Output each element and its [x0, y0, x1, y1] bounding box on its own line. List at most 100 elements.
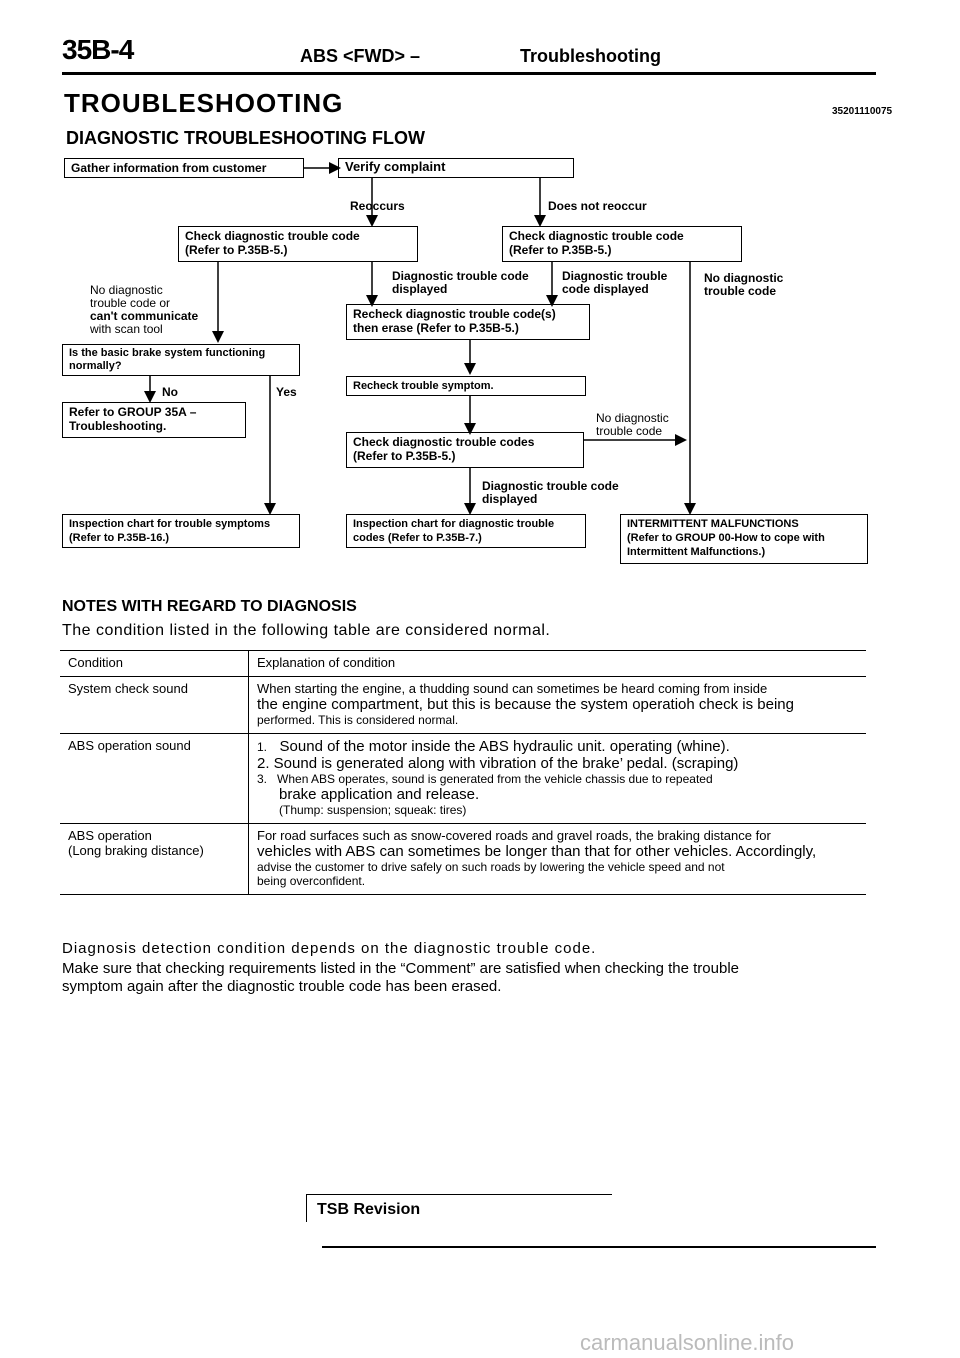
- no-code-right: No diagnostic trouble code: [704, 272, 783, 298]
- basic-brake-line2: normally?: [69, 360, 122, 372]
- recheck-symptom-box: Recheck trouble symptom.: [346, 376, 586, 396]
- row3-explanation: For road surfaces such as snow-covered r…: [248, 823, 866, 895]
- no-code-comm-label: No diagnostic trouble code or can't comm…: [90, 284, 198, 336]
- no-code-comm-line2: trouble code or: [90, 296, 171, 310]
- row2-item1-num: 1.: [257, 740, 268, 754]
- refer-35a-line1: Refer to GROUP 35A –: [69, 405, 197, 419]
- code-displayed-a: Diagnostic trouble code displayed: [392, 270, 529, 296]
- row2-item3-num: 3.: [257, 772, 268, 786]
- row1-line-a: When starting the engine, a thudding sou…: [257, 681, 768, 696]
- section-code: 35B-4: [62, 34, 134, 65]
- verify-complaint-box: Verify complaint: [338, 158, 574, 178]
- insp-codes-line2: codes (Refer to P.35B-7.): [353, 532, 482, 544]
- page-code: 35201110075: [832, 106, 893, 117]
- no-code-right-line1: No diagnostic: [704, 271, 784, 285]
- no-code-right-line2: trouble code: [704, 284, 777, 298]
- footer-line3: symptom again after the diagnostic troub…: [62, 978, 502, 995]
- check-code-left-line1: Check diagnostic trouble code: [185, 229, 360, 243]
- code-displayed-b-line1: Diagnostic trouble: [562, 269, 668, 283]
- flow-title: DIAGNOSTIC TROUBLESHOOTING FLOW: [66, 128, 425, 148]
- does-not-reoccur-label: Does not reoccur: [548, 199, 647, 213]
- code-displayed-a-line2: displayed: [392, 282, 448, 296]
- gather-info-box: Gather information from customer: [64, 158, 304, 178]
- no-code-comm-line4: with scan tool: [90, 322, 163, 336]
- row2-item2: 2. Sound is generated along with vibrati…: [257, 755, 739, 772]
- code-displayed-b-line2: code displayed: [562, 282, 649, 296]
- inspection-symptoms-box: Inspection chart for trouble symptoms (R…: [62, 514, 300, 548]
- header-condition: Condition: [60, 650, 249, 677]
- yes-label: Yes: [276, 385, 297, 399]
- check-code-right-line2: (Refer to P.35B-5.): [509, 243, 612, 257]
- watermark: carmanualsonline.info: [580, 1330, 795, 1355]
- refer-35a-box: Refer to GROUP 35A – Troubleshooting.: [62, 402, 246, 438]
- code-displayed-c-line2: displayed: [482, 492, 538, 506]
- row2-explanation: 1. Sound of the motor inside the ABS hyd…: [248, 733, 866, 824]
- no-label: No: [162, 385, 178, 399]
- conditions-table: Condition Explanation of condition Syste…: [60, 650, 866, 895]
- row2-item3-text: When ABS operates, sound is generated fr…: [277, 772, 713, 786]
- header-explanation: Explanation of condition: [248, 650, 866, 677]
- table-header-row: Condition Explanation of condition: [60, 650, 866, 677]
- check-code-right-box: Check diagnostic trouble code (Refer to …: [502, 226, 742, 262]
- row1-condition: System check sound: [60, 676, 249, 734]
- page-title: TROUBLESHOOTING: [64, 88, 344, 118]
- row2-item1-text: Sound of the motor inside the ABS hydrau…: [279, 738, 730, 755]
- insp-symptoms-line2: (Refer to P.35B-16.): [69, 532, 170, 544]
- no-code-mid-line2: trouble code: [596, 424, 663, 438]
- intermittent-line2: (Refer to GROUP 00-How to cope with: [627, 532, 825, 544]
- code-displayed-c: Diagnostic trouble code displayed: [482, 480, 619, 506]
- intermittent-line3: Intermittent Malfunctions.): [627, 546, 766, 558]
- basic-brake-line1: Is the basic brake system functioning: [69, 347, 266, 359]
- row1-explanation: When starting the engine, a thudding sou…: [248, 676, 866, 734]
- inspection-codes-box: Inspection chart for diagnostic trouble …: [346, 514, 586, 548]
- check-code-right-line1: Check diagnostic trouble code: [509, 229, 684, 243]
- row2-item1: 1. Sound of the motor inside the ABS hyd…: [257, 738, 858, 755]
- row2-item3-line-b: brake application and release.: [279, 786, 480, 803]
- insp-codes-line1: Inspection chart for diagnostic trouble: [353, 518, 555, 530]
- row1-line-b: the engine compartment, but this is beca…: [257, 696, 794, 713]
- row3-condition-b: (Long braking distance): [68, 843, 204, 858]
- row1-line-c: performed. This is considered normal.: [257, 713, 459, 727]
- no-code-comm-line1: No diagnostic: [90, 283, 163, 297]
- tsb-revision: TSB Revision: [306, 1194, 612, 1222]
- row2-condition: ABS operation sound: [60, 733, 249, 824]
- section-topic: Troubleshooting: [520, 46, 661, 66]
- recheck-erase-line2: then erase (Refer to P.35B-5.): [353, 321, 519, 335]
- row3-condition-a: ABS operation: [68, 828, 152, 843]
- notes-heading: NOTES WITH REGARD TO DIAGNOSIS: [62, 598, 357, 615]
- row3-line-d: being overconfident.: [257, 874, 366, 888]
- intermittent-line1: INTERMITTENT MALFUNCTIONS: [627, 518, 799, 530]
- bottom-rule: [322, 1246, 876, 1248]
- no-code-mid-line1: No diagnostic: [596, 411, 669, 425]
- flow-connectors: [144, 162, 696, 515]
- header-rule: [62, 72, 876, 75]
- basic-brake-box: Is the basic brake system functioning no…: [62, 344, 300, 376]
- row3-line-b: vehicles with ABS can sometimes be longe…: [257, 843, 817, 860]
- table-row: System check sound When starting the eng…: [60, 676, 866, 734]
- notes-intro: The condition listed in the following ta…: [62, 622, 551, 639]
- refer-35a-line2: Troubleshooting.: [69, 419, 167, 433]
- row3-line-c: advise the customer to drive safely on s…: [257, 860, 725, 874]
- table-row: ABS operation sound 1. Sound of the moto…: [60, 733, 866, 824]
- row2-item3-line-c: (Thump: suspension; squeak: tires): [279, 803, 467, 817]
- reoccurs-label: Reoccurs: [350, 199, 405, 213]
- code-displayed-c-line1: Diagnostic trouble code: [482, 479, 619, 493]
- recheck-erase-line1: Recheck diagnostic trouble code(s): [353, 307, 556, 321]
- code-displayed-a-line1: Diagnostic trouble code: [392, 269, 529, 283]
- row3-line-a: For road surfaces such as snow-covered r…: [257, 828, 771, 843]
- no-code-comm-line3: can't communicate: [90, 309, 199, 323]
- check-codes-box: Check diagnostic trouble codes (Refer to…: [346, 432, 584, 468]
- section-title: ABS <FWD> –: [300, 46, 421, 66]
- row3-condition: ABS operation (Long braking distance): [60, 823, 249, 895]
- check-code-left-box: Check diagnostic trouble code (Refer to …: [178, 226, 418, 262]
- table-row: ABS operation (Long braking distance) Fo…: [60, 823, 866, 895]
- intermittent-box: INTERMITTENT MALFUNCTIONS (Refer to GROU…: [620, 514, 868, 564]
- recheck-erase-box: Recheck diagnostic trouble code(s) then …: [346, 304, 590, 340]
- footer-line1: Diagnosis detection condition depends on…: [62, 940, 597, 957]
- code-displayed-b: Diagnostic trouble code displayed: [562, 270, 667, 296]
- check-code-left-line2: (Refer to P.35B-5.): [185, 243, 288, 257]
- footer-line2: Make sure that checking requirements lis…: [62, 960, 739, 977]
- no-code-mid: No diagnostic trouble code: [596, 412, 669, 438]
- row2-item3: 3. When ABS operates, sound is generated…: [257, 772, 858, 786]
- check-codes-line2: (Refer to P.35B-5.): [353, 449, 456, 463]
